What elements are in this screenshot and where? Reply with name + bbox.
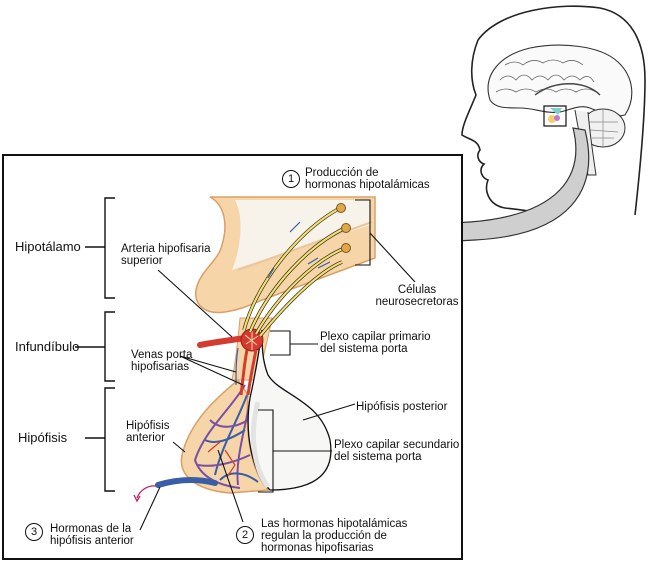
- region-label-pituitary: Hipófisis: [18, 430, 68, 445]
- head-outline: [461, 5, 646, 219]
- head-illustration: [461, 5, 646, 219]
- brain-cerebrum: [487, 44, 633, 117]
- label-primary-capillary-plexus: Plexo capilar primario del sistema porta: [320, 331, 431, 355]
- step-number-badge: 1: [282, 170, 300, 188]
- region-label-infundibulum: Infundíbulo: [15, 339, 80, 354]
- label-superior-hypophyseal-artery: Arteria hipofisaria superior: [121, 243, 211, 267]
- hormone-release-arrow: [136, 485, 157, 499]
- highlight-box: [543, 105, 567, 127]
- step-number-badge: 2: [236, 526, 254, 544]
- neuron-cell-body: [341, 223, 351, 233]
- label-hypophyseal-portal-veins: Venas porta hipofisarias: [131, 349, 193, 373]
- secondary-capillary-network: [193, 384, 259, 489]
- region-label-hypothalamus: Hipotálamo: [15, 239, 81, 254]
- label-posterior-pituitary: Hipófisis posterior: [356, 401, 448, 413]
- region-brackets: [75, 197, 115, 492]
- hormone-flow-arrows: [267, 221, 331, 279]
- step-3-text: Hormonas de la hipófisis anterior: [50, 523, 134, 547]
- neuron-cell-body: [336, 203, 346, 213]
- step-number-badge: 3: [25, 523, 43, 541]
- posterior-pituitary-shape: [247, 329, 332, 491]
- neuron-cell-body: [341, 243, 351, 253]
- label-secondary-capillary-plexus: Plexo capilar secundario del sistema por…: [334, 439, 460, 463]
- label-neurosecretory-cells: Células neurosecretoras: [375, 284, 459, 308]
- hypophyseal-vein: [155, 477, 218, 488]
- leader-lines: [139, 199, 416, 531]
- step-2-text: Las hormonas hipotalámicas regulan la pr…: [261, 518, 408, 554]
- hypophyseal-portal-veins: [239, 349, 258, 396]
- corpus-callosum: [534, 83, 601, 96]
- label-anterior-pituitary: Hipófisis anterior: [126, 420, 170, 444]
- neurosecretory-axons: [242, 206, 346, 338]
- step-1-text: Producción de hormonas hipotalámicas: [305, 167, 430, 191]
